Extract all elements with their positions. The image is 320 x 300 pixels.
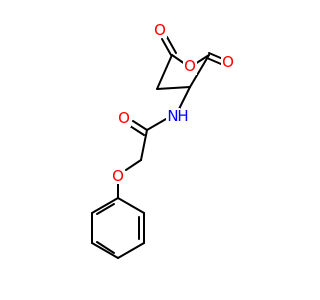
ether-oxygen-label: O xyxy=(112,167,124,185)
atom-ether-oxygen: O xyxy=(111,167,125,185)
bond-ring-c2-c3 xyxy=(189,54,210,88)
amide-oxygen-label: O xyxy=(118,109,130,127)
bond-ring-o-c2 xyxy=(194,54,210,65)
atom-carbonyl-oxygen-top: O xyxy=(153,21,167,39)
bond-amide-c-ch2 xyxy=(140,129,148,161)
molecule-diagram: O O O O N H O xyxy=(91,21,235,259)
bond-amide-co-1 xyxy=(132,120,148,131)
bond-phenyl-double-b xyxy=(96,241,115,254)
bond-phenyl-1 xyxy=(117,197,145,214)
atom-amide-nitrogen: N H xyxy=(166,107,189,125)
atom-ring-oxygen: O xyxy=(183,57,197,75)
bond-carbonyl-top-1 xyxy=(161,38,172,56)
bond-ch2-ether-o xyxy=(125,159,142,171)
bond-carbonyl-right-1 xyxy=(208,52,224,60)
carbonyl-oxygen-top-label: O xyxy=(154,21,166,39)
bond-n-amide-c xyxy=(146,118,167,131)
bond-phenyl-double-c xyxy=(96,203,115,215)
bond-ring-c3-ch2 xyxy=(156,86,191,90)
structure-svg: O O O O N H O xyxy=(91,21,235,259)
carbonyl-oxygen-right-label: O xyxy=(222,53,234,71)
bond-ring-c1-o xyxy=(171,54,186,65)
amide-nitrogen-label: N xyxy=(167,107,178,125)
bond-carbonyl-top-2 xyxy=(166,36,177,54)
bond-c3-n xyxy=(178,86,191,110)
bond-phenyl-3 xyxy=(117,242,145,259)
atom-amide-oxygen: O xyxy=(117,109,131,127)
amide-hydrogen-label: H xyxy=(177,107,188,125)
bond-ring-ch2-c1 xyxy=(156,54,173,90)
bond-phenyl-6 xyxy=(91,197,119,214)
atom-carbonyl-oxygen-right: O xyxy=(221,53,235,71)
bond-phenyl-4 xyxy=(91,242,119,259)
bond-carbonyl-right-2 xyxy=(206,57,222,65)
ring-oxygen-label: O xyxy=(184,57,196,75)
bond-amide-co-2 xyxy=(129,125,145,136)
